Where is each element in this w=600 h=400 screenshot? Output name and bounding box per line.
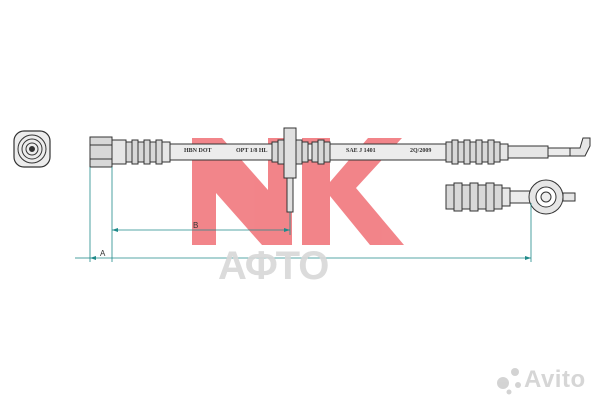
dimension-a-label: A [100,249,106,258]
hose-label-hbn-dot: HBN DOT [184,148,212,154]
avito-watermark-text: Avito [524,366,586,393]
nk-logo [192,138,404,245]
dimension-lines [75,167,532,262]
dimension-b-label: B [193,221,199,230]
avito-dots-icon [497,368,521,395]
hose-label-sae: SAE J 1401 [346,148,376,154]
banjo-fitting-detail [445,179,576,215]
brand-watermark-text: ΑΦΤΟ [218,244,329,288]
hose-label-date: 2Q/2009 [410,148,432,154]
main-hose [89,127,591,213]
mounting-bracket [283,127,297,179]
hose-label-opt: OPT 1/8 HL [236,148,268,154]
left-hex-fitting [89,136,113,168]
end-view-fitting [13,130,51,168]
